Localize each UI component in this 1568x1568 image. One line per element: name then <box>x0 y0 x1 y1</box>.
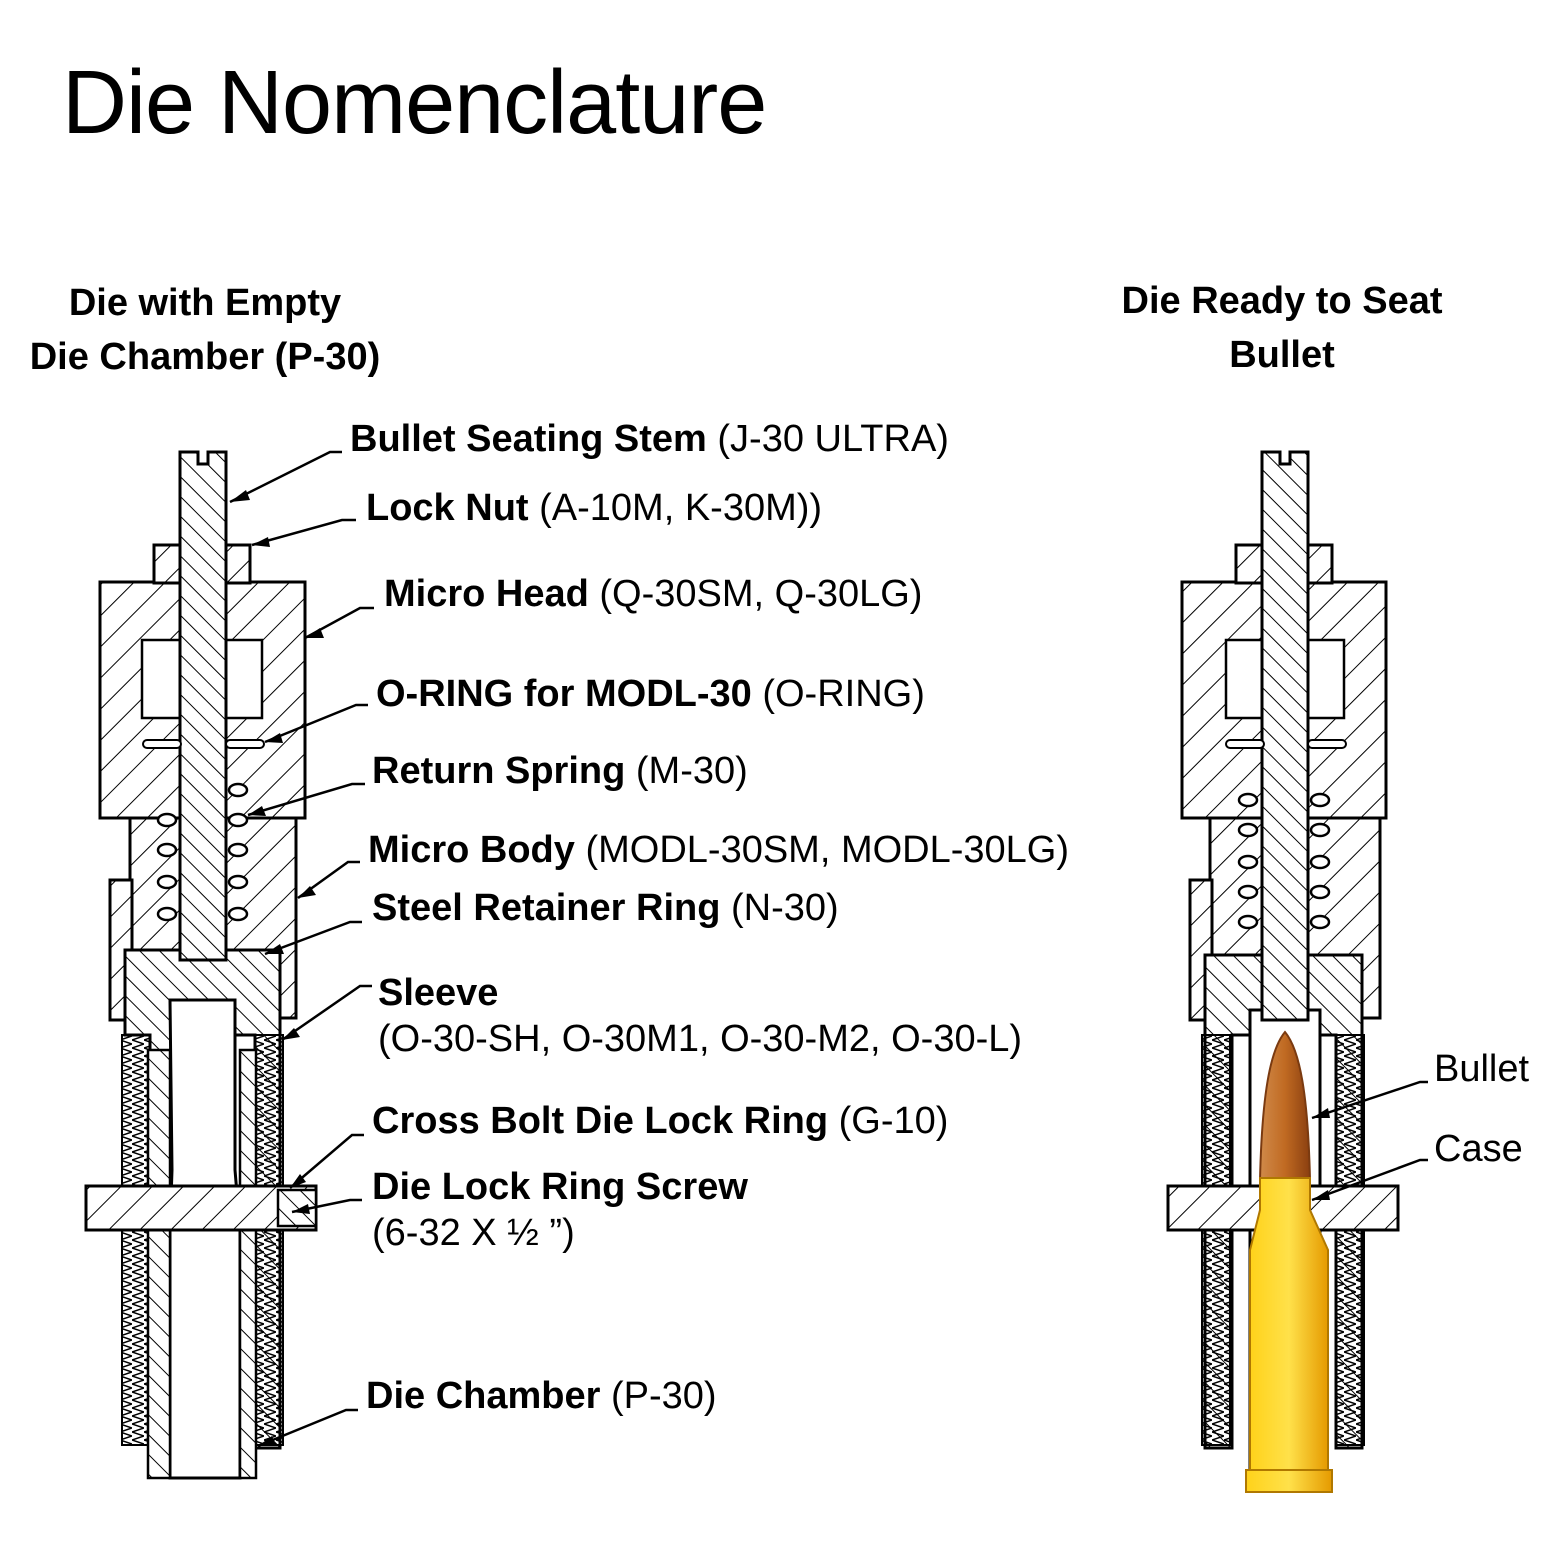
part-code: (P-30) <box>610 1375 717 1417</box>
left-caption-line1: Die with Empty <box>68 282 342 324</box>
part-name: Bullet Seating Stem <box>350 418 707 460</box>
cartridge-case <box>1249 1177 1329 1471</box>
part-name: O-RING for MODL-30 <box>376 673 752 715</box>
left-caption-line2: Die Chamber (P-30) <box>29 336 381 378</box>
right-die-caption: Die Ready to Seat Bullet <box>1082 274 1482 382</box>
leader-arrowheads <box>230 490 1330 1446</box>
label-die-lock-ring-screw: Die Lock Ring Screw (6-32 X ½ ”) <box>372 1164 748 1256</box>
label-steel-retainer-ring: Steel Retainer Ring (N-30) <box>372 885 839 931</box>
left-o-ring-l <box>142 739 182 749</box>
label-micro-head: Micro Head (Q-30SM, Q-30LG) <box>384 571 922 617</box>
left-die-chamber-wall-r <box>238 1048 258 1480</box>
label-return-spring: Return Spring (M-30) <box>372 748 748 794</box>
right-caption-line1: Die Ready to Seat <box>1121 280 1443 322</box>
label-o-ring: O-RING for MODL-30 (O-RING) <box>376 671 925 717</box>
left-die <box>84 450 318 1480</box>
left-outer-thread-left <box>121 1034 151 1446</box>
part-name: Cross Bolt Die Lock Ring <box>372 1100 829 1142</box>
left-die-chamber-wall-l <box>146 1048 172 1480</box>
left-return-spring <box>156 782 249 922</box>
label-case: Case <box>1434 1128 1523 1170</box>
right-outer-thread-right <box>1335 1034 1365 1446</box>
left-outer-thread-right <box>254 1034 284 1446</box>
right-die <box>1166 450 1400 1493</box>
part-code: (G-10) <box>838 1100 949 1142</box>
part-name: Die Chamber <box>366 1375 601 1417</box>
label-lock-nut: Lock Nut (A-10M, K-30M)) <box>366 485 822 531</box>
left-die-chamber-bore <box>168 998 242 1480</box>
part-code: (O-30-SH, O-30M1, O-30-M2, O-30-L) <box>378 1018 1023 1060</box>
label-sleeve: Sleeve (O-30-SH, O-30M1, O-30-M2, O-30-L… <box>378 970 1022 1062</box>
leader-lines <box>229 450 1428 1448</box>
part-name: Lock Nut <box>366 487 529 529</box>
part-name: Die Lock Ring Screw <box>372 1166 748 1208</box>
part-code: (O-RING) <box>762 673 925 715</box>
part-code: (M-30) <box>635 750 748 792</box>
cartridge-rim <box>1245 1469 1333 1493</box>
right-caption-line2: Bullet <box>1229 334 1335 376</box>
part-name: Steel Retainer Ring <box>372 887 721 929</box>
page-title: Die Nomenclature <box>62 53 767 153</box>
right-o-ring-r <box>1307 739 1347 749</box>
right-seating-stem <box>1260 450 1310 1022</box>
label-micro-body: Micro Body (MODL-30SM, MODL-30LG) <box>368 827 1069 873</box>
part-name: Micro Body <box>368 829 575 871</box>
part-code: (A-10M, K-30M)) <box>539 487 823 529</box>
left-seating-stem <box>178 450 228 962</box>
left-die-caption: Die with Empty Die Chamber (P-30) <box>0 276 410 384</box>
right-return-spring <box>1237 792 1331 930</box>
part-code: (J-30 ULTRA) <box>717 418 949 460</box>
part-name: Return Spring <box>372 750 626 792</box>
part-code: (Q-30SM, Q-30LG) <box>599 573 923 615</box>
part-name: Sleeve <box>378 972 499 1014</box>
right-o-ring-l <box>1225 739 1265 749</box>
right-outer-thread-left <box>1201 1034 1231 1446</box>
part-name: Micro Head <box>384 573 589 615</box>
part-code: (N-30) <box>730 887 839 929</box>
left-o-ring-r <box>225 739 265 749</box>
label-bullet: Bullet <box>1434 1048 1530 1090</box>
label-bullet-seating-stem: Bullet Seating Stem (J-30 ULTRA) <box>350 416 949 462</box>
label-die-chamber: Die Chamber (P-30) <box>366 1373 717 1419</box>
part-code: (6-32 X ½ ”) <box>372 1212 575 1254</box>
part-code: (MODL-30SM, MODL-30LG) <box>585 829 1070 871</box>
label-cross-bolt-die-lock-ring: Cross Bolt Die Lock Ring (G-10) <box>372 1098 948 1144</box>
